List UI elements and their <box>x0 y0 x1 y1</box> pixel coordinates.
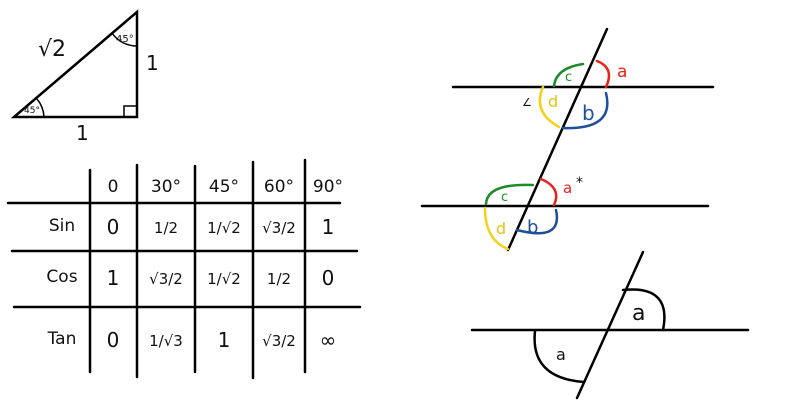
hypotenuse-label: √2 <box>38 37 66 62</box>
value-cell: 0 <box>107 328 120 352</box>
angle-arc-c-upper <box>552 62 585 88</box>
angle-arc-b-lower <box>515 208 559 235</box>
vertical-side-label: 1 <box>146 51 159 75</box>
row-label: Sin <box>49 216 75 236</box>
parallel-lines-diagram: a b c d a b c d ∠ * <box>420 27 715 252</box>
value-cell: 1 <box>322 215 335 239</box>
label-d-lower: d <box>496 219 506 238</box>
angle-mark: ∠ <box>522 96 532 109</box>
fraction-cell: 1/√3 <box>149 332 183 350</box>
top-angle-label: 45° <box>116 34 134 45</box>
left-angle-label: 45° <box>24 106 40 116</box>
column-header: 60° <box>264 177 294 197</box>
angle-arc-left <box>36 98 45 118</box>
label-a-bottom: a <box>556 345 566 364</box>
label-a-top: a <box>632 301 645 326</box>
value-cell: ∞ <box>320 328 337 352</box>
label-a-upper: a <box>617 62 627 82</box>
value-cell: 1 <box>107 266 120 290</box>
label-b-lower: b <box>527 217 538 238</box>
column-header: 45° <box>209 177 239 197</box>
angle-arc-a-upper <box>595 59 611 89</box>
value-cell: 1 <box>218 328 231 352</box>
angle-arc-d-lower <box>483 206 510 251</box>
fraction-cell: 1/√2 <box>207 270 241 288</box>
label-c-lower: c <box>501 190 508 205</box>
transversal-line <box>506 27 609 252</box>
column-header: 30° <box>151 177 181 197</box>
label-c-upper: c <box>565 70 572 85</box>
angle-arc-c-lower <box>484 183 535 206</box>
angle-arc-a-lower <box>539 177 558 207</box>
fraction-cell: 1/√2 <box>207 219 241 237</box>
fraction-cell: 1/2 <box>267 270 291 288</box>
angle-arc-top <box>111 32 138 47</box>
value-cell: 0 <box>107 215 120 239</box>
crossing-line <box>575 250 645 400</box>
triangle-outline <box>10 9 139 119</box>
column-header: 90° <box>313 177 343 197</box>
right-angle-marker <box>123 105 138 118</box>
label-d-upper: d <box>548 92 558 111</box>
value-cell: 0 <box>322 266 335 290</box>
column-header: 0 <box>108 177 119 197</box>
right-triangle: √2 1 1 45° 45° <box>10 9 159 145</box>
row-label: Cos <box>46 267 77 287</box>
label-b-upper: b <box>582 101 595 125</box>
fraction-cell: √3/2 <box>149 270 183 288</box>
angle-arc-d-upper <box>538 85 561 129</box>
base-label: 1 <box>76 121 89 145</box>
angle-arc-top <box>621 288 666 332</box>
angle-arc-b-upper <box>561 91 609 130</box>
star-mark: * <box>576 175 583 191</box>
vertical-angles-diagram: a a <box>470 250 750 400</box>
row-label: Tan <box>47 329 77 349</box>
fraction-cell: √3/2 <box>262 332 296 350</box>
fraction-cell: 1/2 <box>154 219 178 237</box>
angle-arc-bottom <box>533 329 586 384</box>
fraction-cell: √3/2 <box>262 219 296 237</box>
label-a-lower: a <box>563 179 572 197</box>
